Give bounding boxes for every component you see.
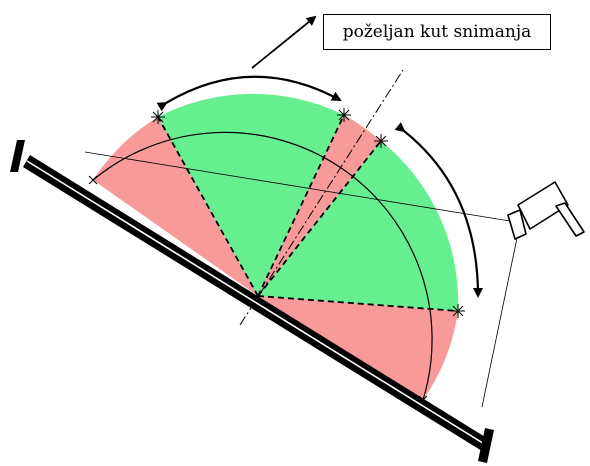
green-sector-top (158, 93, 344, 296)
sector-group (93, 93, 459, 400)
camera-icon (507, 181, 585, 240)
boundary-rays (157, 114, 459, 312)
view-arc-outline (92, 131, 433, 401)
red-sector-left (93, 117, 258, 296)
preferred-angle-label-text: poželjan kut snimanja (342, 22, 532, 42)
marker-star (88, 175, 98, 185)
camera-lens (507, 209, 527, 240)
label-pointer-arrow (251, 15, 317, 69)
marker-star (374, 134, 388, 148)
ray-bottom (257, 295, 459, 312)
ray-mid-left (257, 114, 345, 297)
marker-star (451, 304, 465, 318)
camera-body (517, 181, 569, 230)
wall-end-cap-right (478, 428, 494, 463)
right-angle-arrow (394, 122, 483, 298)
arc-markers (88, 108, 465, 405)
red-sector-bottom (258, 296, 458, 400)
red-sector-middle (258, 115, 381, 296)
sight-line-lower (481, 237, 518, 408)
wall-end-cap-left (10, 140, 25, 172)
marker-star (151, 110, 165, 124)
wall-inner-line (26, 160, 487, 446)
top-angle-arrow (156, 75, 342, 112)
ray-left (157, 116, 259, 297)
wall (10, 140, 494, 463)
preferred-angle-label: poželjan kut snimanja (323, 14, 551, 50)
normal-axis (239, 69, 404, 326)
ray-mid-right (257, 140, 382, 297)
camera-mount (555, 202, 585, 237)
marker-star (337, 108, 351, 122)
